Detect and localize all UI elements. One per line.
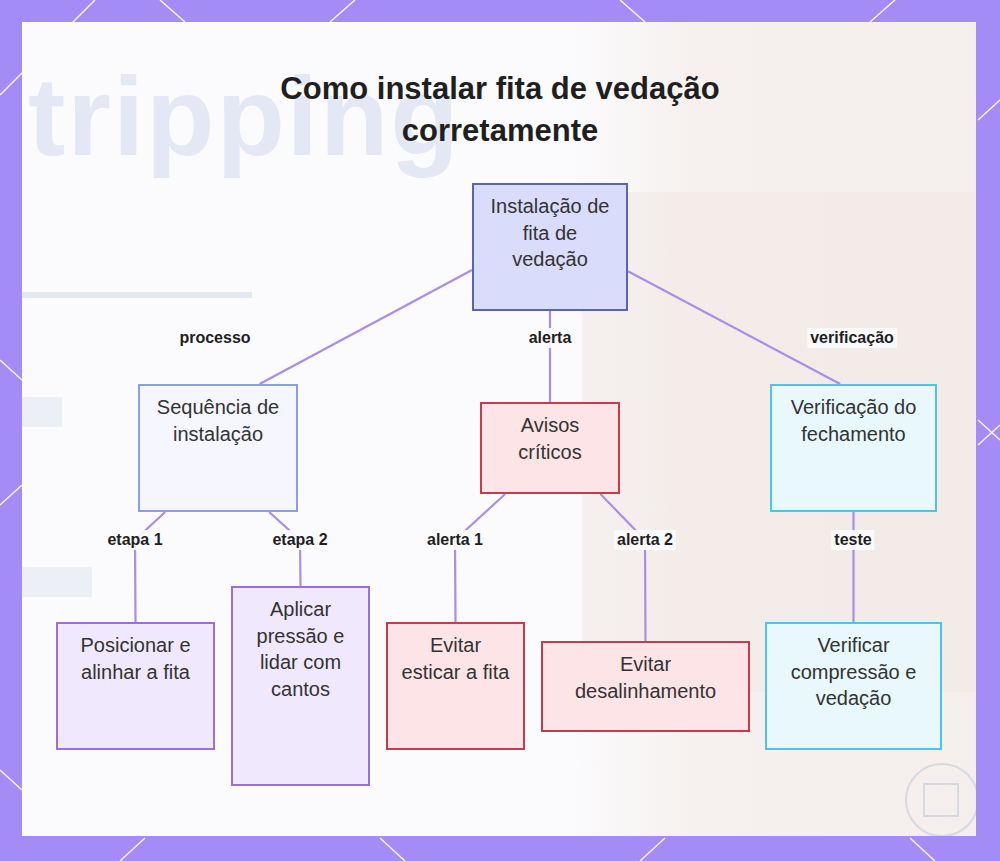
node-text: Verificar compressão e vedação [777, 632, 930, 712]
edge-label: etapa 2 [269, 530, 330, 550]
node-text: Aplicar pressão e lidar com cantos [243, 596, 358, 702]
connector-line [455, 494, 505, 622]
node-text: Evitar esticar a fita [398, 632, 513, 685]
node-text: Instalação de fita de vedação [484, 193, 616, 273]
node-text: Posicionar e alinhar a fita [68, 632, 203, 685]
node-text: Verificação do fechamento [782, 394, 925, 447]
edge-label: processo [176, 328, 253, 348]
node-text: Avisos críticos [492, 412, 608, 465]
alert-item-box: Evitar esticar a fita [386, 622, 525, 750]
connector-line [853, 512, 854, 622]
node-text: Evitar desalinhamento [553, 651, 738, 704]
connector-line [135, 512, 165, 622]
node-text: Sequência de instalação [150, 394, 286, 447]
step-box: Aplicar pressão e lidar com cantos [231, 586, 370, 786]
test-box: Verificar compressão e vedação [765, 622, 942, 750]
connector-line [550, 311, 551, 402]
edge-label: verificação [807, 328, 897, 348]
edge-label: alerta 2 [614, 530, 676, 550]
process-box: Sequência de instalação [138, 384, 298, 512]
step-box: Posicionar e alinhar a fita [56, 622, 215, 750]
connector-line [260, 270, 472, 384]
check-box: Verificação do fechamento [770, 384, 937, 512]
edge-label: alerta [526, 328, 575, 348]
edge-label: teste [831, 530, 874, 550]
edge-label: alerta 1 [424, 530, 486, 550]
diagram-title: Como instalar fita de vedação corretamen… [200, 68, 800, 152]
alert-box: Avisos críticos [480, 402, 620, 494]
alert-item-box: Evitar desalinhamento [541, 641, 750, 732]
edge-label: etapa 1 [104, 530, 165, 550]
root-box: Instalação de fita de vedação [472, 183, 628, 311]
connector-line [600, 494, 645, 641]
